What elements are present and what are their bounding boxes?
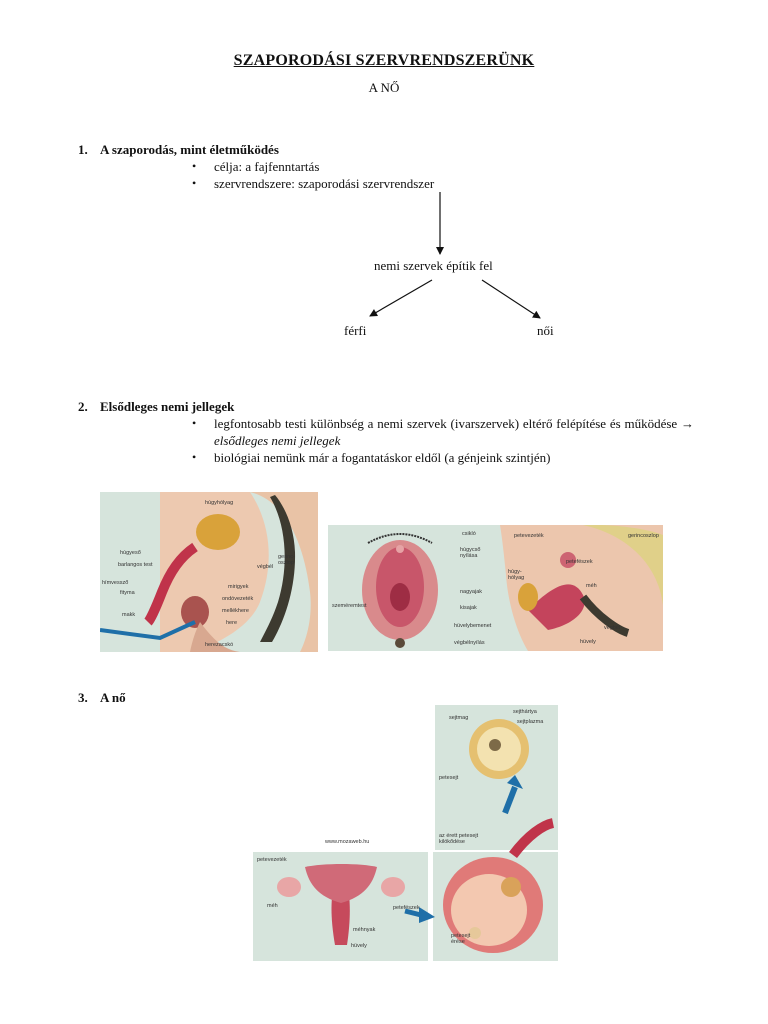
organ-diagram-arrows — [369, 192, 541, 319]
diagram-left-label: férfi — [344, 323, 367, 338]
arrow-icon: → — [681, 416, 694, 431]
figure-label: makk — [122, 612, 136, 618]
female-anatomy-illustration — [362, 525, 663, 651]
figure-label: nagyajak — [460, 589, 483, 595]
figure-label: barlangos test — [118, 562, 153, 568]
figure-label: herezacskó — [205, 642, 234, 648]
figure-label: www.mozaweb.hu — [325, 839, 370, 845]
figure-label: mirigyek — [228, 584, 249, 590]
list-item: célja: a fajfenntartás — [192, 158, 592, 175]
figure-label: petefészek — [566, 559, 593, 565]
list-item: szervrendszere: szaporodási szervrendsze… — [192, 175, 592, 192]
male-anatomy-figure: húgyhólyag húgyeső barlangos test hímves… — [100, 492, 318, 652]
bullet-text: legfontosabb testi különbség a nemi szer… — [214, 416, 678, 431]
figure-label: sejthártya — [513, 709, 537, 715]
section-3-title: A nő — [100, 690, 126, 705]
section-2-heading: 2. Elsődleges nemi jellegek — [78, 399, 234, 415]
figure-label: petefészek — [393, 905, 420, 911]
arrow-left — [369, 279, 433, 317]
figure-label: méh — [586, 583, 597, 589]
page-title: SZAPORODÁSI SZERVRENDSZERÜNK — [233, 52, 535, 69]
section-1-number: 1. — [78, 142, 88, 157]
figure-label: sejtplazma — [517, 719, 544, 725]
section-2-title: Elsődleges nemi jellegek — [100, 399, 235, 414]
section-3-number: 3. — [78, 690, 88, 705]
arrow-right — [481, 279, 541, 319]
ovary-illustration — [253, 705, 558, 961]
figure-label: méhnyak — [353, 927, 376, 933]
female-anatomy-figure: csikló húgycső nyílása szeméremtest nagy… — [328, 525, 663, 651]
figure-label: hüvely — [580, 639, 596, 645]
figure-label: ondóvezeték — [222, 596, 254, 602]
list-item: biológiai nemünk már a fogantatáskor eld… — [192, 449, 694, 466]
figure-label: petevezeték — [257, 857, 287, 863]
figure-label: sejtmag — [449, 715, 469, 721]
section-2-bullets: legfontosabb testi különbség a nemi szer… — [192, 415, 694, 466]
figure-label: mellékhere — [222, 608, 249, 614]
figure-label: here — [226, 620, 238, 626]
section-2-number: 2. — [78, 399, 88, 414]
male-anatomy-illustration — [100, 492, 318, 652]
page-subtitle: A NŐ — [368, 80, 400, 95]
section-3-heading: 3. A nő — [78, 690, 126, 706]
figure-label: húgyeső — [120, 550, 141, 556]
diagram-middle-label: nemi szervek építik fel — [374, 258, 493, 273]
figure-label: húgyhólyag — [205, 500, 234, 506]
figure-label: csikló — [462, 531, 476, 537]
figure-label: hímvessző — [102, 580, 129, 586]
list-item: legfontosabb testi különbség a nemi szer… — [192, 415, 694, 449]
figure-label: fityma — [120, 590, 135, 596]
section-1-heading: 1. A szaporodás, mint életműködés — [78, 142, 279, 158]
figure-label: végbélnyílás — [454, 640, 485, 646]
figure-label: petevezeték — [514, 533, 544, 539]
figure-label: húgy-hólyag — [508, 569, 525, 581]
bullet-italic-term: elsődleges nemi jellegek — [214, 433, 341, 448]
figure-label: hüvely — [351, 943, 367, 949]
figure-label: gerincoszlop — [628, 533, 659, 539]
figure-label: gerinc-oszlop — [278, 554, 295, 566]
figure-label: végbél — [257, 564, 274, 570]
section-1-title: A szaporodás, mint életműködés — [100, 142, 279, 157]
figure-label: húgycső nyílása — [460, 547, 481, 559]
section-1-bullets: célja: a fajfenntartás szervrendszere: s… — [192, 158, 592, 192]
figure-label: kisajak — [460, 605, 477, 611]
figure-label: szeméremtest — [332, 603, 367, 609]
figure-label: hüvelybemenet — [454, 623, 492, 629]
figure-label: petesejt — [439, 775, 459, 781]
figure-label: petesejt érése — [451, 933, 471, 945]
figure-label: méh — [267, 903, 278, 909]
figure-label: az érett petesejt kilökődése — [439, 833, 479, 845]
diagram-right-label: női — [537, 323, 554, 338]
ovary-figure: sejtmag sejthártya sejtplazma petesejt a… — [253, 705, 558, 961]
figure-label: végbél — [604, 625, 621, 631]
